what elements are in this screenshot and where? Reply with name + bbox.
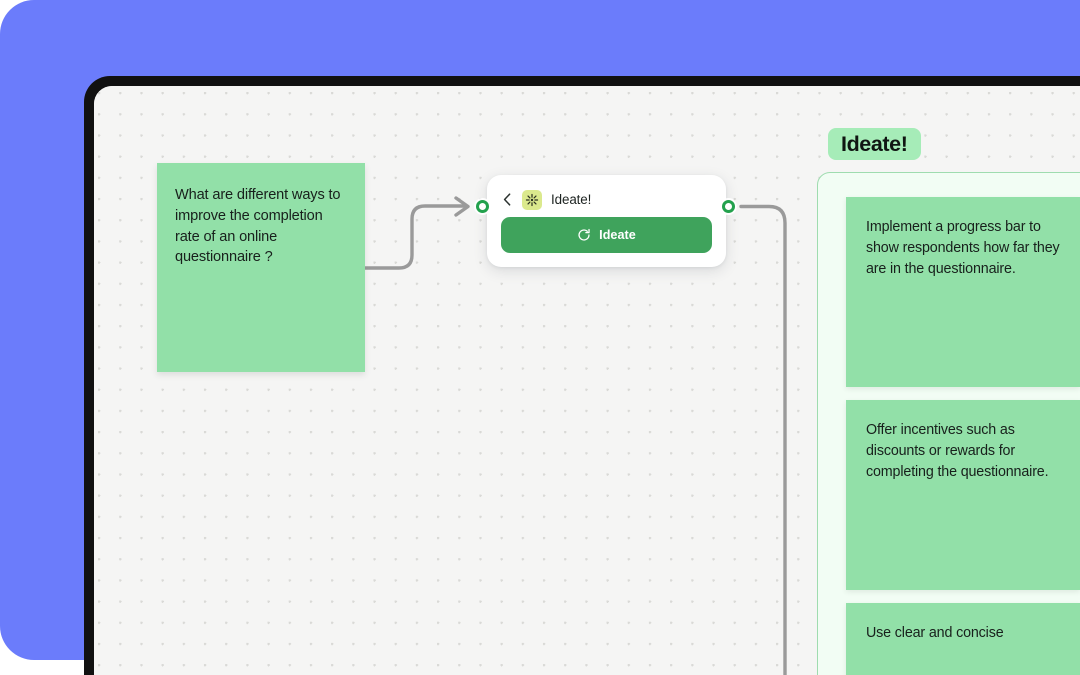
ideate-button-label: Ideate xyxy=(599,228,636,242)
result-note-text: Use clear and concise xyxy=(866,625,1004,641)
node-input-port[interactable] xyxy=(476,200,489,213)
input-note-text: What are different ways to improve the c… xyxy=(175,187,341,266)
ideate-node-card[interactable]: Ideate! Ideate xyxy=(487,175,726,267)
node-output-port[interactable] xyxy=(722,200,735,213)
ideate-button[interactable]: Ideate xyxy=(501,217,712,253)
node-header: Ideate! xyxy=(487,175,726,212)
results-scroll-area[interactable]: Implement a progress bar to show respond… xyxy=(818,173,1080,675)
node-title: Ideate! xyxy=(551,192,592,207)
chevron-left-icon[interactable] xyxy=(501,193,513,207)
result-note[interactable]: Use clear and concise xyxy=(846,603,1080,675)
device-bezel: What are different ways to improve the c… xyxy=(84,76,1080,675)
refresh-icon xyxy=(577,228,591,242)
results-panel[interactable]: Implement a progress bar to show respond… xyxy=(817,172,1080,675)
result-note-text: Implement a progress bar to show respond… xyxy=(866,219,1060,277)
input-sticky-note[interactable]: What are different ways to improve the c… xyxy=(157,163,365,372)
device-screen: What are different ways to improve the c… xyxy=(94,86,1080,675)
results-panel-label[interactable]: Ideate! xyxy=(828,128,921,160)
sparkle-burst-icon xyxy=(522,189,542,210)
results-panel-label-text: Ideate! xyxy=(841,131,908,156)
result-note[interactable]: Implement a progress bar to show respond… xyxy=(846,197,1080,387)
result-note-text: Offer incentives such as discounts or re… xyxy=(866,422,1049,480)
result-note[interactable]: Offer incentives such as discounts or re… xyxy=(846,400,1080,590)
